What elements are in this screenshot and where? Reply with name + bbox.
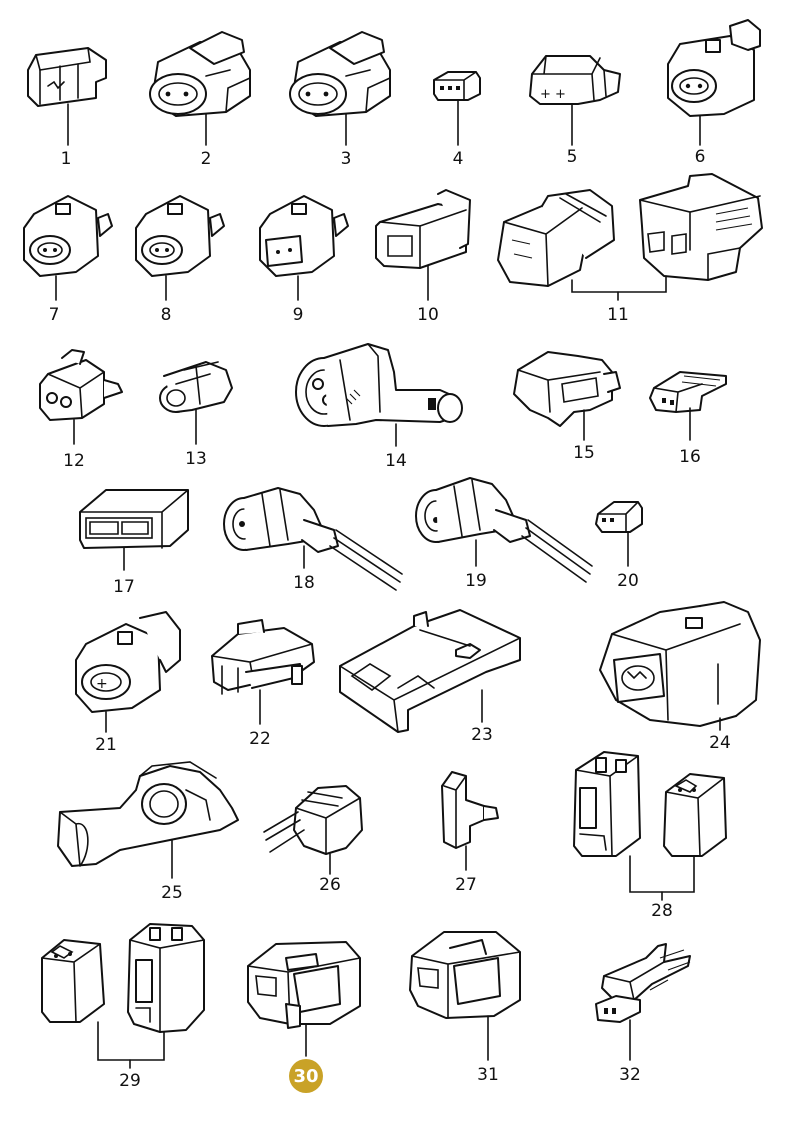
- callout-29[interactable]: 29: [119, 1071, 141, 1091]
- callout-17[interactable]: 17: [113, 577, 135, 597]
- callout-32[interactable]: 32: [619, 1065, 641, 1085]
- highlight-marker: [289, 1059, 323, 1093]
- callout-12[interactable]: 12: [63, 451, 85, 471]
- callout-26[interactable]: 26: [319, 875, 341, 895]
- part-26-drawing: [263, 785, 363, 875]
- part-2-drawing: [149, 31, 251, 146]
- callout-22[interactable]: 22: [249, 729, 271, 749]
- callout-19[interactable]: 19: [465, 571, 487, 591]
- callout-30-highlight[interactable]: 30: [289, 1059, 323, 1093]
- part-30-drawing: [247, 941, 361, 1057]
- part-29-drawing: [41, 923, 205, 1069]
- part-7-drawing: [23, 195, 113, 301]
- part-13-drawing: [159, 361, 233, 445]
- part-6-drawing: [667, 19, 761, 146]
- callout-15[interactable]: 15: [573, 443, 595, 463]
- callout-11[interactable]: 11: [607, 305, 629, 325]
- callout-25[interactable]: 25: [161, 883, 183, 903]
- callout-20[interactable]: 20: [617, 571, 639, 591]
- part-22-drawing: [211, 619, 315, 725]
- part-24-drawing: [599, 601, 761, 731]
- part-23-drawing: [339, 609, 521, 733]
- callout-2[interactable]: 2: [201, 149, 212, 169]
- callout-31[interactable]: 31: [477, 1065, 499, 1085]
- part-10-drawing: [375, 189, 471, 301]
- part-21-drawing: +: [75, 611, 181, 733]
- part-18-drawing: [223, 487, 403, 591]
- part-28-drawing: [573, 751, 727, 901]
- part-3-drawing: [289, 31, 391, 146]
- part-15-drawing: [513, 351, 621, 441]
- part-8-drawing: [135, 195, 225, 301]
- callout-13[interactable]: 13: [185, 449, 207, 469]
- part-25-drawing: [57, 761, 239, 879]
- callout-7[interactable]: 7: [49, 305, 60, 325]
- callout-23[interactable]: 23: [471, 725, 493, 745]
- callout-14[interactable]: 14: [385, 451, 407, 471]
- part-20-drawing: [595, 501, 643, 567]
- part-11-drawing: [497, 173, 763, 301]
- svg-text:+ +: + +: [540, 87, 566, 102]
- callout-18[interactable]: 18: [293, 573, 315, 593]
- part-16-drawing: [649, 371, 727, 441]
- part-14-drawing: [295, 343, 463, 447]
- part-31-drawing: [409, 931, 521, 1061]
- part-1-drawing: [27, 47, 107, 146]
- part-17-drawing: [79, 489, 189, 571]
- callout-6[interactable]: 6: [695, 147, 706, 167]
- part-32-drawing: [595, 943, 691, 1061]
- callout-16[interactable]: 16: [679, 447, 701, 467]
- callout-27[interactable]: 27: [455, 875, 477, 895]
- part-5-drawing: + +: [529, 55, 621, 146]
- part-19-drawing: [415, 477, 593, 583]
- callout-1[interactable]: 1: [61, 149, 72, 169]
- part-4-drawing: [433, 71, 481, 146]
- callout-9[interactable]: 9: [293, 305, 304, 325]
- callout-5[interactable]: 5: [567, 147, 578, 167]
- callout-30[interactable]: 30: [293, 1066, 318, 1087]
- part-27-drawing: [441, 771, 499, 871]
- part-12-drawing: [39, 349, 123, 445]
- callout-4[interactable]: 4: [453, 149, 464, 169]
- callout-28[interactable]: 28: [651, 901, 673, 921]
- callout-8[interactable]: 8: [161, 305, 172, 325]
- callout-10[interactable]: 10: [417, 305, 439, 325]
- callout-3[interactable]: 3: [341, 149, 352, 169]
- callout-24[interactable]: 24: [709, 733, 731, 753]
- part-9-drawing: [259, 195, 349, 301]
- callout-21[interactable]: 21: [95, 735, 117, 755]
- svg-text:+: +: [96, 676, 108, 692]
